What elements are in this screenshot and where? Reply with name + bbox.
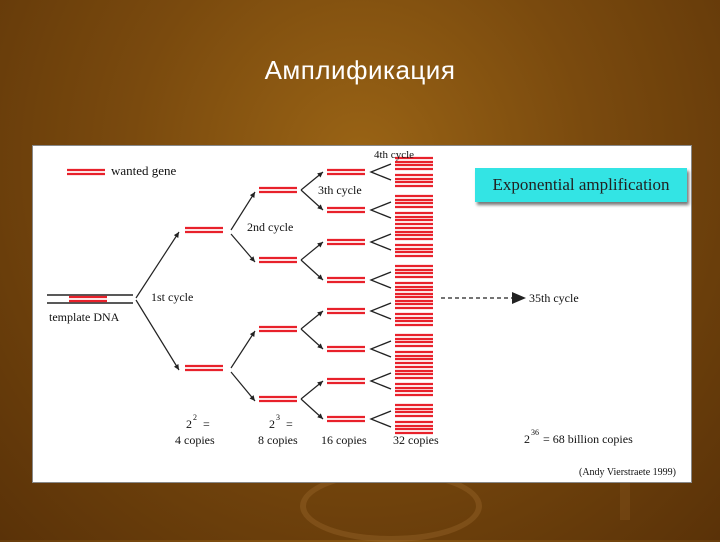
cycle3-arrow-down-1-head [317,274,323,280]
cycle3-arrow-down-2-head [317,343,323,349]
copies-2-base: 2 [269,417,275,431]
cycle4-chevron-6 [369,372,392,390]
cycle2-arrow-down-1 [230,371,256,402]
copies-35-eq: = 68 billion copies [543,432,633,446]
pcr-amplification-diagram: wanted gene template DNA 1st cycle 2nd c… [32,145,692,483]
cycle1-arrow-up [135,231,180,299]
dashed-arrow-head [512,292,526,304]
cycle2-arrow-down-1-head [249,395,255,401]
copies-4-label: 32 copies [393,433,439,447]
cycle4-chevron-0 [369,163,392,181]
copies-35-base: 2 [524,432,530,446]
copies-1-eq: = [203,417,210,431]
cycle4-chevron-2 [369,233,392,251]
cycle-label-4: 4th cycle [374,149,414,161]
exponential-amplification-banner: Exponential amplification [475,168,687,202]
template-label: template DNA [49,310,120,324]
cycle3-arrow-up-3-head [317,381,323,387]
cycle-label-35: 35th cycle [529,291,579,305]
cycle4-chevron-3 [369,271,392,289]
cycle1-arrow-down-head [173,364,179,370]
copies-1-exp: 2 [193,413,197,422]
banner-text: Exponential amplification [492,175,670,194]
cycle4-chevron-1 [369,201,392,219]
copies-2-exp: 3 [276,413,280,422]
credit-label: (Andy Vierstraete 1999) [579,467,676,478]
copies-2-eq: = [286,417,293,431]
cycle3-arrow-up-2-head [317,311,323,317]
copies-2-label: 8 copies [258,433,298,447]
cycle-label-2: 2nd cycle [247,220,293,234]
cycle4-chevron-5 [369,340,392,358]
copies-35-exp: 36 [531,428,539,437]
cycle3-arrow-down-3-head [317,413,323,419]
slide-title: Амплификация [264,55,456,85]
cycle2-arrow-up-1-head [249,331,255,337]
copies-3-label: 16 copies [321,433,367,447]
legend-label: wanted gene [111,163,177,178]
cycle3-arrow-down-0-head [317,204,323,210]
cycle2-arrow-up-0-head [249,192,255,198]
cycle2-arrow-down-0 [230,233,256,263]
cycle-label-3: 3th cycle [318,183,362,197]
cycle2-arrow-up-0 [230,191,256,231]
cycle4-chevron-4 [369,302,392,320]
cycle3-arrow-up-0-head [317,172,323,178]
diagram-canvas: wanted gene template DNA 1st cycle 2nd c… [47,149,676,478]
copies-1-base: 2 [186,417,192,431]
cycle1-arrow-down [135,299,180,371]
cycle2-arrow-down-0-head [249,256,255,262]
copies-1-label: 4 copies [175,433,215,447]
cycle3-arrow-up-1-head [317,242,323,248]
cycle-label-1: 1st cycle [151,290,193,304]
cycle1-arrow-up-head [173,232,179,238]
cycle4-chevron-7 [369,410,392,428]
cycle2-arrow-up-1 [230,330,256,369]
